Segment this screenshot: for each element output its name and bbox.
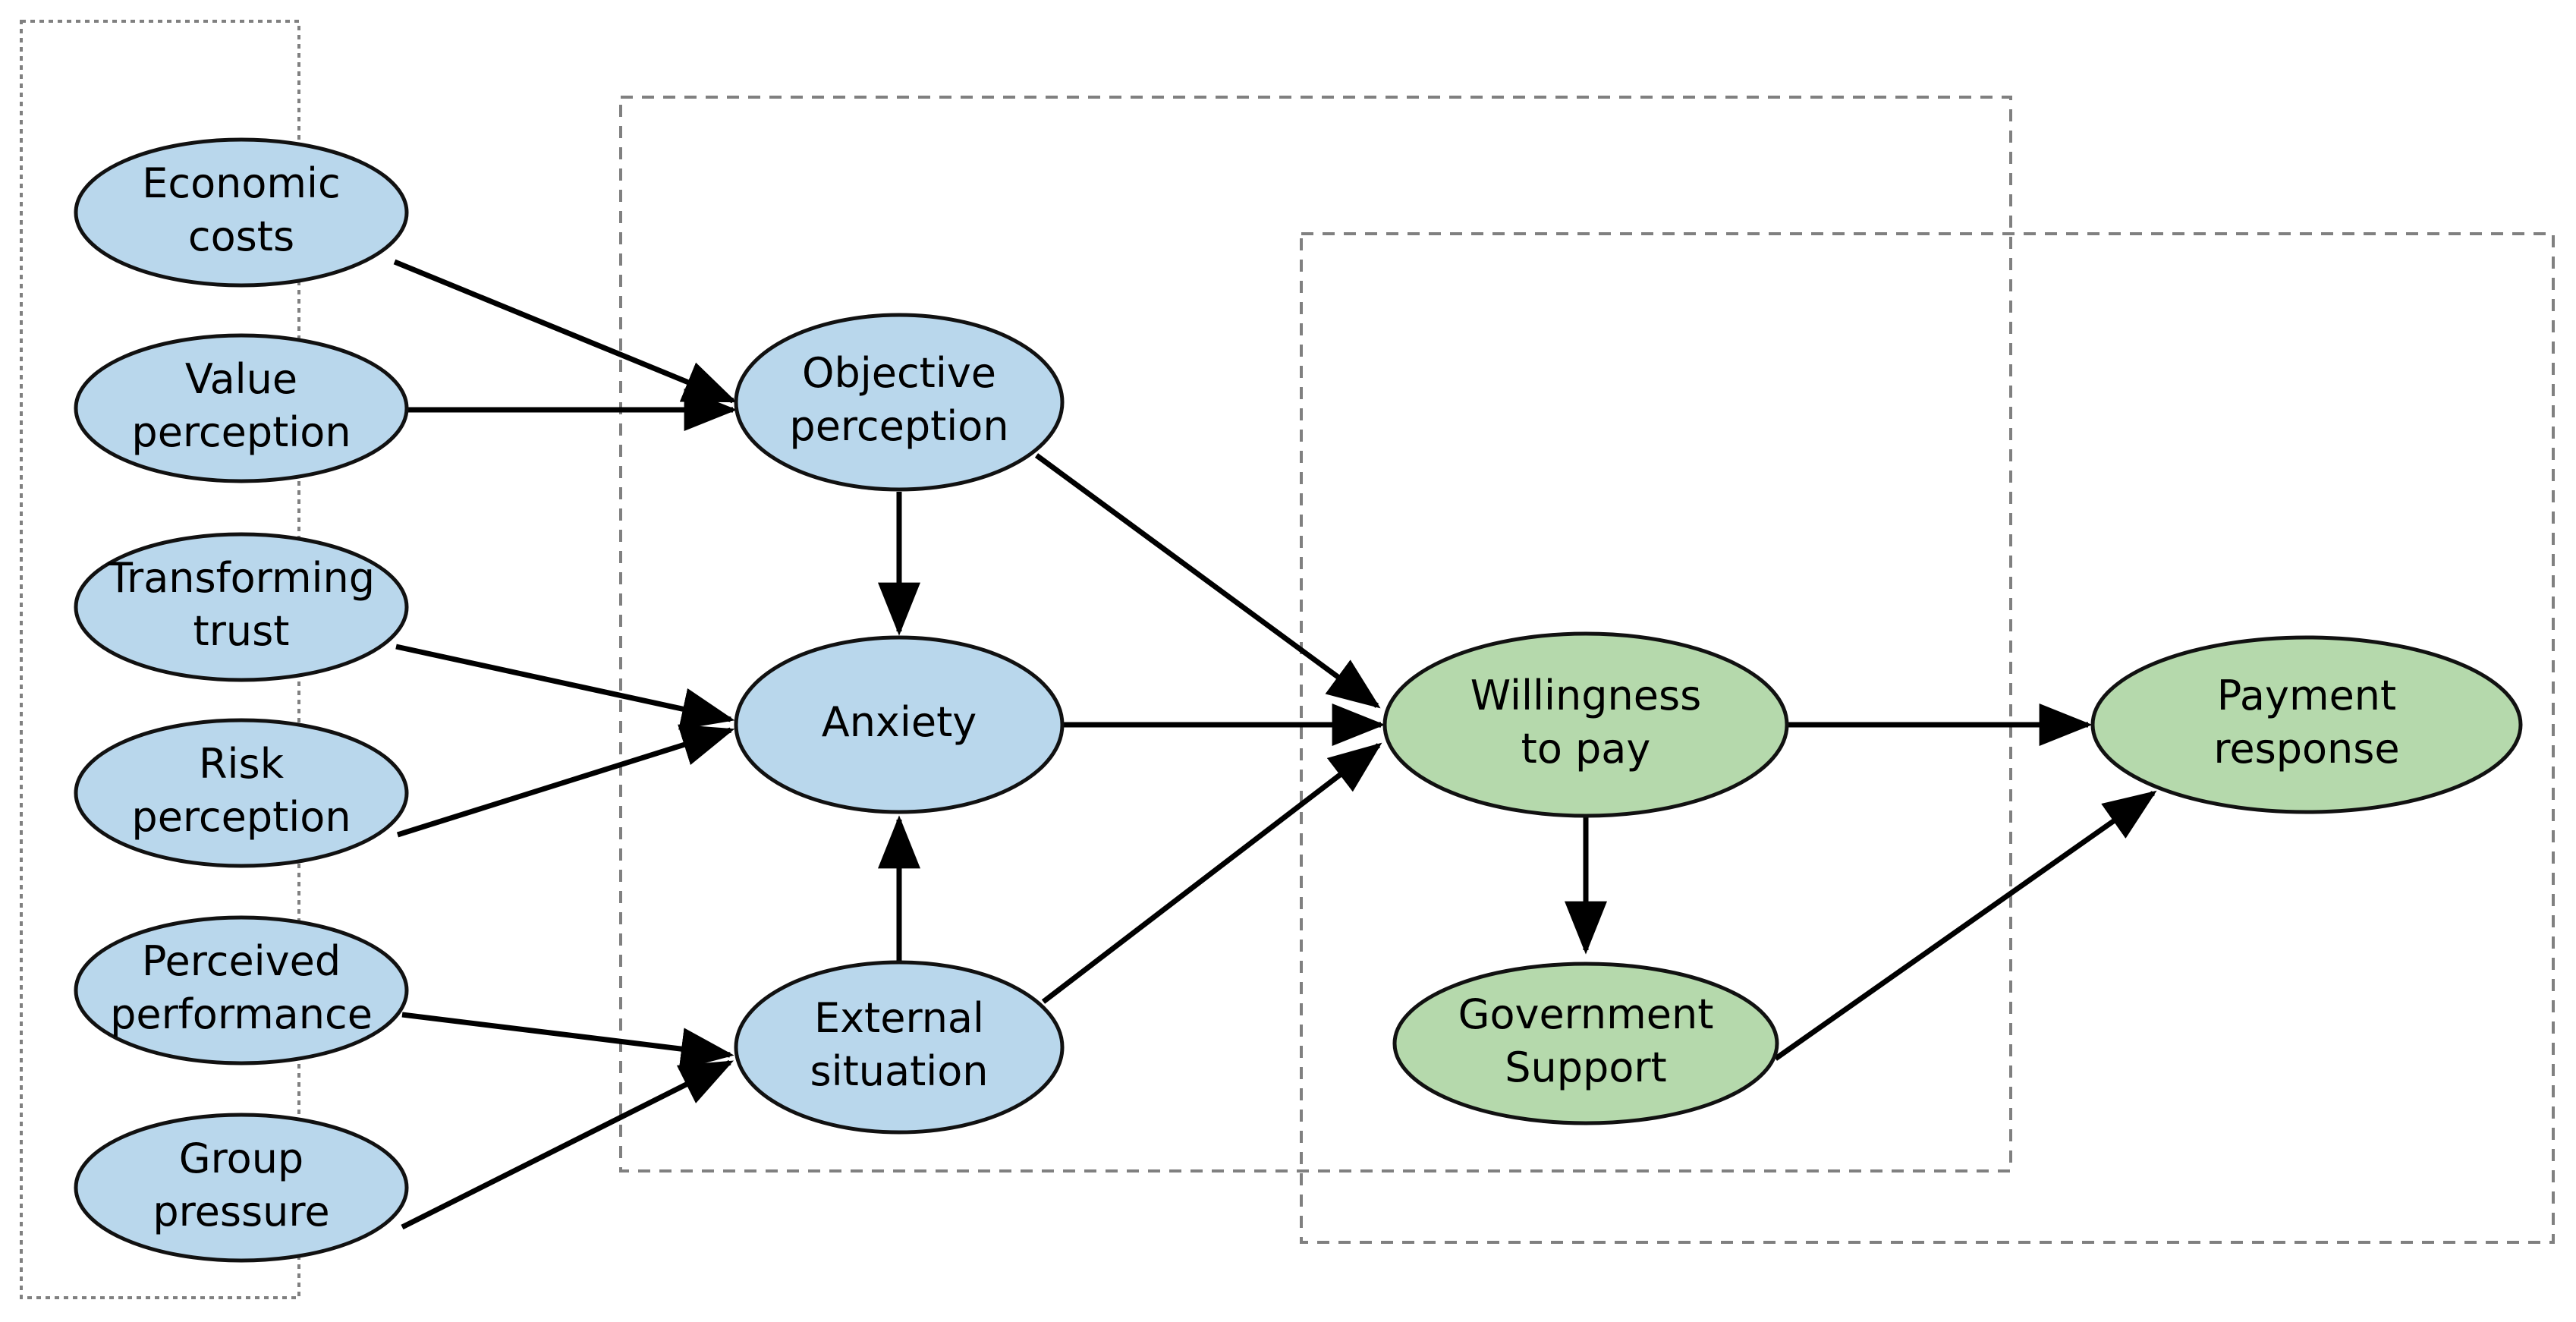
node-shape-payment-response[interactable] [2090,635,2523,814]
node-shape-perceived-performance[interactable] [74,915,409,1065]
edge-external-situation-to-willingness [1041,742,1382,1004]
edge-perceived-performance-to-external [401,1012,734,1070]
group-boxes-layer [20,20,2555,1299]
node-shape-anxiety[interactable] [734,635,1065,814]
node-shape-value-perception[interactable] [74,333,409,483]
edges-layer [393,259,2157,1230]
edge-objective-perception-to-willingness [1034,453,1381,709]
group-outcomes [1300,232,2555,1244]
edge-transforming-trust-to-anxiety [395,644,735,730]
node-shape-risk-perception[interactable] [74,718,409,868]
node-shape-group-pressure[interactable] [74,1113,409,1263]
group-antecedents [20,20,300,1299]
node-shape-economic-costs[interactable] [74,137,409,288]
edge-group-pressure-to-external [401,1059,734,1230]
node-shape-objective-perception[interactable] [734,313,1065,492]
edge-government-support-to-payment-response [1773,790,2157,1061]
edge-risk-perception-to-anxiety [396,724,735,838]
node-shape-willingness-to-pay[interactable] [1382,631,1789,818]
node-shape-government-support[interactable] [1392,962,1779,1125]
node-shape-external-situation[interactable] [734,960,1065,1135]
node-anxiety[interactable]: Anxiety [734,635,1065,814]
edge-economic-costs-to-objective-perception [393,259,738,404]
node-shape-transforming-trust[interactable] [74,532,409,682]
